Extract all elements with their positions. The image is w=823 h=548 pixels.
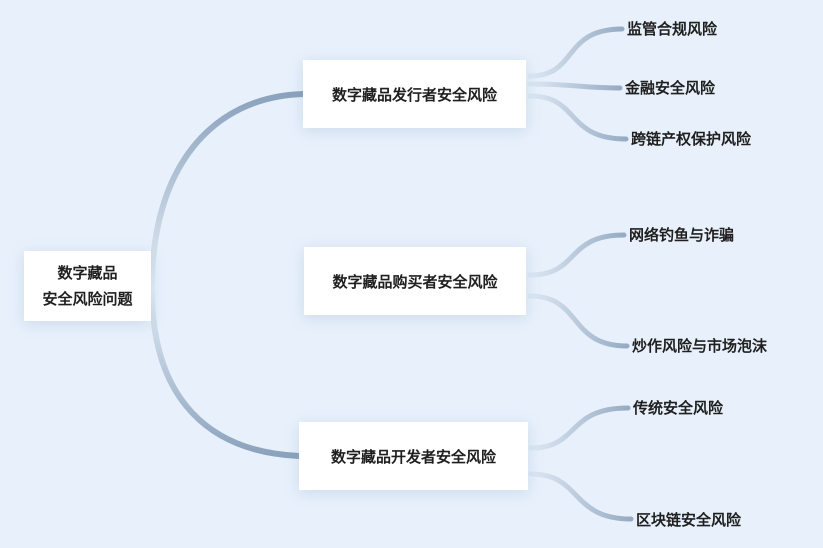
- branch-node-label: 数字藏品开发者安全风险: [330, 447, 496, 466]
- leaf-node-cross-chain-property: 跨链产权保护风险: [631, 130, 752, 148]
- branch-node-publisher: 数字藏品发行者安全风险: [303, 60, 526, 128]
- edge-branch-1-leaf-1: [527, 26, 625, 79]
- leaf-node-regulatory-compliance: 监管合规风险: [627, 20, 718, 38]
- leaf-node-blockchain-security: 区块链安全风险: [636, 511, 742, 529]
- edge-branch-3-leaf-1: [528, 405, 631, 451]
- edge-branch-1-leaf-3: [527, 93, 629, 142]
- root-node: 数字藏品 安全风险问题: [24, 251, 151, 321]
- edge-root-branch-3: [149, 287, 302, 459]
- branch-node-developer: 数字藏品开发者安全风险: [299, 422, 528, 490]
- root-node-line-2: 安全风险问题: [42, 290, 133, 308]
- branch-node-buyer: 数字藏品购买者安全风险: [304, 247, 526, 315]
- branch-node-label: 数字藏品发行者安全风险: [331, 85, 497, 104]
- leaf-node-speculation-bubble: 炒作风险与市场泡沫: [632, 337, 768, 355]
- root-node-line-1: 数字藏品: [57, 264, 118, 282]
- edge-root-branch-1: [149, 91, 306, 289]
- leaf-node-traditional-security: 传统安全风险: [633, 399, 724, 417]
- leaf-node-phishing-fraud: 网络钓鱼与诈骗: [629, 226, 735, 244]
- leaf-node-financial-security: 金融安全风险: [625, 79, 716, 97]
- edge-branch-2-leaf-1: [527, 232, 627, 278]
- branch-node-label: 数字藏品购买者安全风险: [332, 272, 498, 291]
- edge-branch-3-leaf-2: [528, 471, 634, 522]
- edge-branch-2-leaf-2: [527, 293, 630, 349]
- edge-branch-1-leaf-2: [527, 81, 623, 91]
